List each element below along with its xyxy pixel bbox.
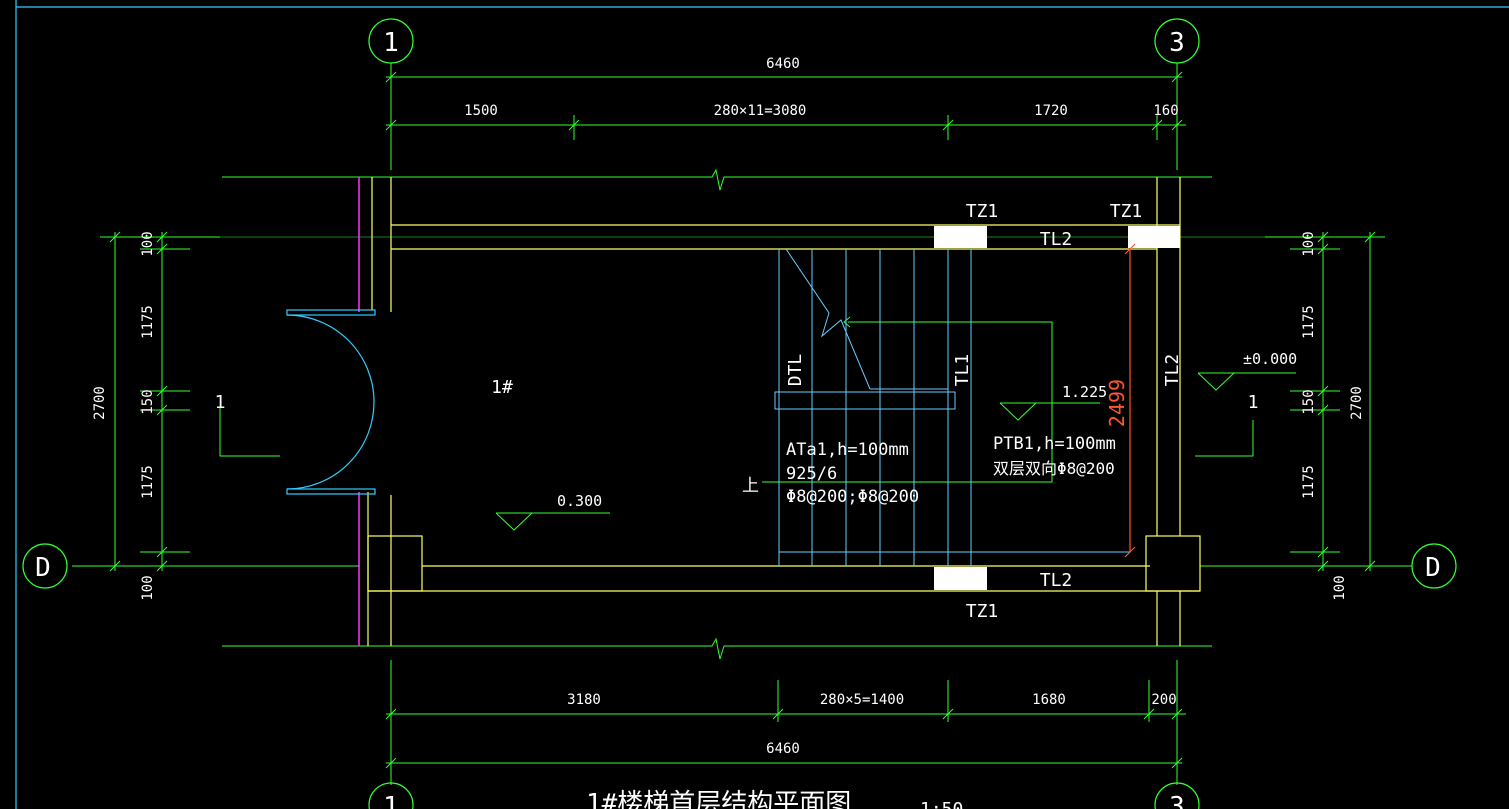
dim-bottom-seg2: 280×5=1400 xyxy=(820,692,904,708)
axis-label-3-top: 3 xyxy=(1169,28,1185,58)
label-tl2-top: TL2 xyxy=(1040,229,1073,250)
dim-left-150: 150 xyxy=(140,389,156,414)
stair-spec-line1: ATa1,h=100mm xyxy=(786,440,909,460)
dim-top-seg3: 1720 xyxy=(1034,103,1068,119)
axis-bubble-1-top[interactable] xyxy=(368,18,414,64)
stair-treads xyxy=(774,248,1130,566)
dim-bottom-total: 6460 xyxy=(766,741,800,757)
label-room: 1# xyxy=(491,377,513,398)
dim-right-1175-bottom: 1175 xyxy=(1301,465,1317,499)
dim-right-100-top: 100 xyxy=(1301,231,1317,256)
dim-left-100-top: 100 xyxy=(140,231,156,256)
inner-length-dimension xyxy=(1124,243,1136,558)
dim-left-total: 2700 xyxy=(92,386,108,420)
drawing-scale: 1:50 xyxy=(920,799,963,809)
dim-left-1175-bottom: 1175 xyxy=(140,465,156,499)
label-tz1-top-b: TZ1 xyxy=(1110,201,1143,222)
dim-bottom-seg4: 200 xyxy=(1151,692,1176,708)
elev-pm0: ±0.000 xyxy=(1243,350,1297,368)
axis-label-1-bottom: 1 xyxy=(383,792,399,809)
axis-bubble-1-bottom[interactable] xyxy=(368,782,414,809)
axis-label-3-bottom: 3 xyxy=(1169,792,1185,809)
dim-top-seg2: 280×11=3080 xyxy=(714,103,807,119)
dim-right-total: 2700 xyxy=(1349,386,1365,420)
axis-bubble-3-bottom[interactable] xyxy=(1154,782,1200,809)
label-tl2-right: TL2 xyxy=(1162,354,1183,387)
label-section-left: 1 xyxy=(215,392,226,413)
label-up: 上 xyxy=(742,476,759,496)
axis-bubbles xyxy=(22,18,1457,809)
double-door xyxy=(286,309,376,495)
dim-right-150: 150 xyxy=(1301,389,1317,414)
axis-labels: 1 3 1 3 D D xyxy=(35,28,1441,809)
stair-annotation: ATa1,h=100mm 925/6 Φ8@200;Φ8@200 PTB1,h=… xyxy=(786,434,1116,507)
drawing-border xyxy=(15,0,1509,809)
dim-left-1175-top: 1175 xyxy=(140,305,156,339)
dim-inner-length: 2499 xyxy=(1105,379,1129,427)
dim-top-seg1: 1500 xyxy=(464,103,498,119)
label-dtl: DTL xyxy=(785,354,806,387)
dim-top-seg4: 160 xyxy=(1153,103,1178,119)
slab-spec-line2: 双层双向Φ8@200 xyxy=(993,459,1115,478)
axis-label-1-top: 1 xyxy=(383,28,399,58)
elev-0300: 0.300 xyxy=(557,492,602,510)
axis-bubble-d-left[interactable] xyxy=(22,543,68,589)
drawing-title: 1#楼梯首层结构平面图 xyxy=(586,789,851,809)
dim-right-1175-top: 1175 xyxy=(1301,305,1317,339)
label-section-right: 1 xyxy=(1248,392,1259,413)
label-tl1: TL1 xyxy=(952,354,973,387)
elevation-labels: 0.300 1.225 ±0.000 上 xyxy=(557,350,1297,510)
dim-bottom-seg1: 3180 xyxy=(567,692,601,708)
axis-bubble-d-right[interactable] xyxy=(1411,543,1457,589)
label-tz1-top-a: TZ1 xyxy=(966,201,999,222)
tz1-columns xyxy=(934,226,1180,590)
structural-labels: TZ1 TZ1 TZ1 TL2 TL2 TL2 TL1 DTL 1# 1 1 xyxy=(215,201,1259,622)
dim-left-100-bottom: 100 xyxy=(140,575,156,600)
elev-1225: 1.225 xyxy=(1062,383,1107,401)
axis-label-d-left: D xyxy=(35,553,51,583)
axis-bubble-3-top[interactable] xyxy=(1154,18,1200,64)
dim-bottom-seg3: 1680 xyxy=(1032,692,1066,708)
label-tz1-bottom: TZ1 xyxy=(966,601,999,622)
dim-top-total: 6460 xyxy=(766,56,800,72)
dimension-texts: 6460 1500 280×11=3080 1720 160 3180 280×… xyxy=(92,56,1365,757)
axis-label-d-right: D xyxy=(1425,553,1441,583)
stair-spec-line2: 925/6 xyxy=(786,464,837,484)
stair-spec-line3: Φ8@200;Φ8@200 xyxy=(786,487,919,507)
label-tl2-bottom: TL2 xyxy=(1040,570,1073,591)
dim-right-100-bottom: 100 xyxy=(1332,575,1348,600)
drawing-title-block: 1#楼梯首层结构平面图 1:50 xyxy=(586,789,963,809)
dimension-lines xyxy=(72,63,1412,785)
slab-spec-line1: PTB1,h=100mm xyxy=(993,434,1116,454)
